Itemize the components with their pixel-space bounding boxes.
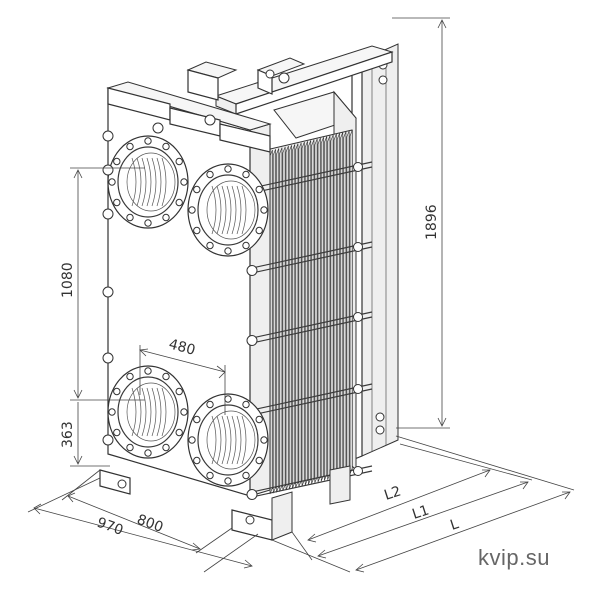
dim-length-l1: L1: [410, 502, 431, 522]
dim-length-l2: L2: [382, 483, 403, 503]
frame-bolt: [102, 352, 114, 364]
tie-nut: [353, 384, 363, 394]
heat-plate: [304, 141, 308, 486]
heat-plate: [336, 133, 340, 478]
tie-rod-edge: [251, 246, 373, 274]
nozzle-flange: [107, 365, 189, 459]
nozzle-flange: [187, 163, 269, 257]
tie-rod: [251, 383, 373, 411]
tie-rod-edge: [251, 166, 373, 194]
frame-bolt: [204, 114, 216, 126]
rear-support-column: [351, 43, 399, 461]
base-feet: [99, 465, 351, 541]
heat-plate: [324, 136, 328, 481]
heat-plate: [320, 137, 324, 482]
tie-rod-edge: [251, 316, 373, 344]
heat-plate: [333, 133, 337, 479]
dim-base-outer: 970: [95, 515, 126, 539]
heat-plate: [301, 141, 305, 487]
frame-bolt: [152, 122, 164, 134]
heat-plate: [295, 143, 299, 488]
tie-bolts: [246, 161, 373, 500]
dimension-labels: 1896 1080 480 363 800 970 L2 L1 L: [60, 204, 461, 539]
watermark: kvip.su: [478, 545, 550, 570]
tie-nut: [353, 312, 363, 322]
dim-nozzle-horizontal: 480: [167, 336, 197, 358]
plate-pack: [265, 129, 353, 495]
frame-bolt: [102, 434, 114, 446]
heat-plate: [279, 147, 283, 492]
heat-plate: [349, 129, 353, 475]
nozzle-flange: [187, 393, 269, 487]
frame-bolt: [102, 130, 114, 142]
heat-plate: [346, 130, 350, 475]
heat-plate: [288, 145, 292, 490]
tie-nut: [246, 265, 258, 276]
nozzle-flange: [107, 135, 189, 229]
frame-bolt: [102, 208, 114, 220]
tie-nut: [353, 242, 363, 252]
dim-overall-height: 1896: [424, 204, 440, 240]
heat-plate: [317, 137, 321, 483]
heat-plate: [327, 135, 331, 480]
heat-plate: [285, 145, 289, 491]
tie-rod-edge: [251, 470, 373, 498]
tie-nut: [246, 489, 258, 500]
heat-plate: [292, 144, 296, 489]
tie-nut: [246, 335, 258, 346]
heat-plate: [272, 149, 276, 494]
dim-nozzle-vertical: 1080: [60, 262, 76, 298]
tie-rod-edge: [251, 388, 373, 416]
heat-plate: [340, 132, 344, 477]
heat-plate: [276, 148, 280, 493]
tie-rod: [251, 465, 373, 493]
tie-nut: [353, 162, 363, 172]
dimension-lines: [27, 17, 575, 573]
frame-bolt: [102, 164, 114, 176]
dim-nozzle-offset: 363: [60, 421, 76, 448]
heat-plate: [314, 138, 318, 483]
tie-nut: [353, 466, 363, 476]
tie-rod: [251, 241, 373, 269]
frame-bolt: [102, 286, 114, 298]
tie-rod: [251, 161, 373, 189]
dim-length-l: L: [448, 516, 461, 534]
tie-rod: [251, 311, 373, 339]
top-guide-bar: [186, 45, 394, 115]
heat-plate: [311, 139, 315, 484]
heat-plate: [343, 131, 347, 476]
heat-plate: [308, 140, 312, 485]
heat-plate: [298, 142, 302, 487]
heat-plate: [330, 134, 334, 479]
dim-base-inner: 800: [135, 512, 166, 536]
heat-plate: [282, 146, 286, 491]
